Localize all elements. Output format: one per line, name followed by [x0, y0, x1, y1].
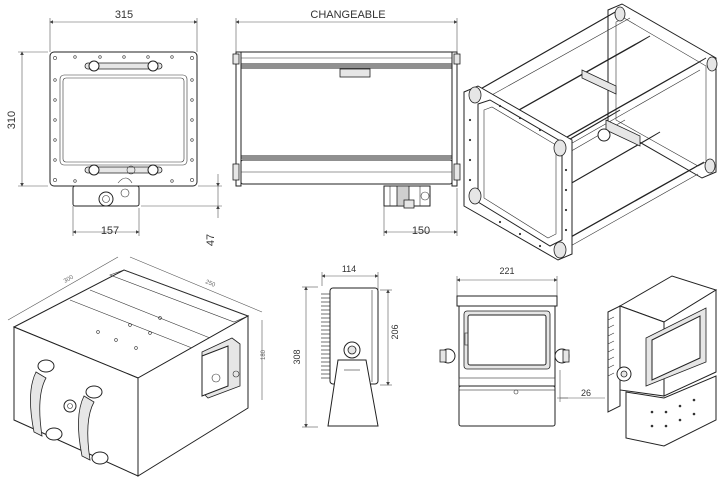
dim-enc-side-depth: 114: [342, 264, 356, 274]
front-view: 315 310: [6, 9, 222, 246]
dim-front-height: 310: [6, 111, 18, 129]
dim-enc-front-bracket: 26: [581, 388, 591, 398]
dim-iso-b: 250: [204, 279, 216, 289]
dim-enc-side-height: 308: [292, 349, 302, 364]
dim-iso-c: 180: [261, 349, 267, 360]
enclosure-front-view: 221 26: [439, 266, 605, 427]
enclosure-heatsink: [321, 293, 330, 379]
dim-front-base: 47: [205, 234, 217, 246]
dim-enc-side-inner: 206: [390, 324, 400, 339]
iso-roller-frame: [463, 3, 718, 261]
iso-enclosure-handles: [30, 359, 109, 465]
front-plate-holes: [53, 55, 194, 183]
side-end-plate-right: [451, 51, 458, 187]
iso-enclosure: 300 250 180: [7, 256, 267, 477]
side-center-bracket: [339, 68, 371, 78]
side-end-plate-left: [235, 51, 242, 187]
dim-front-width: 315: [115, 9, 133, 21]
dim-side-offset: 150: [412, 225, 430, 237]
front-plate: [49, 51, 198, 187]
enclosure-iso-stand: [625, 375, 717, 447]
dim-side-length: CHANGEABLE: [310, 9, 385, 21]
enclosure-side-stand: [327, 359, 379, 427]
enclosure-front-top: [456, 295, 558, 307]
enclosure-iso-view: [607, 275, 718, 447]
dim-front-offset: 157: [101, 225, 119, 237]
side-view: CHANGEABLE 150: [232, 9, 461, 237]
enclosure-side-view: 114 308 206: [292, 264, 400, 428]
enclosure-front-stand: [458, 385, 556, 427]
dim-iso-a: 300: [63, 274, 75, 285]
dim-enc-front-width: 221: [499, 266, 514, 276]
